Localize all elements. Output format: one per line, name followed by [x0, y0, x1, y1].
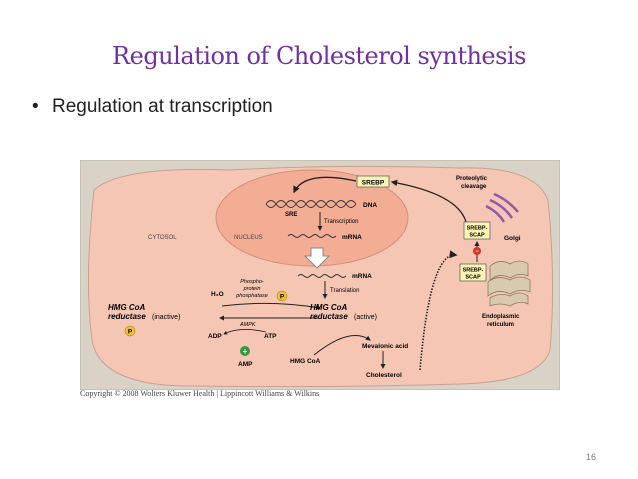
srebp-scap-er-label-2: SCAP [465, 275, 481, 281]
phosphatase-label-2: protein [243, 286, 261, 292]
mrna-nucleus-label: mRNA [342, 234, 362, 241]
active-state-label: (active) [354, 314, 377, 321]
dna-label: DNA [363, 202, 377, 209]
golgi-label: Golgi [504, 235, 521, 242]
amp-activation-badge [240, 346, 250, 356]
amp-activation-sign: + [243, 347, 248, 356]
phosphate-badge-inactive [124, 325, 136, 337]
phosphate-badge-released [276, 290, 288, 302]
hmg-active-label-2: reductase [310, 312, 348, 321]
bullet-icon: • [32, 96, 39, 117]
dephosphorylation-arrow [221, 302, 321, 310]
atp-to-adp-arrow [223, 329, 267, 335]
endoplasmic-reticulum-icon [487, 260, 531, 307]
er-label-2: reticulum [487, 322, 514, 328]
srebp-box [356, 175, 390, 188]
phosphate-badge-inactive-label: P [128, 329, 133, 336]
sre-label: SRE [285, 212, 297, 218]
cytosol-label: CYTOSOL [148, 235, 177, 241]
slide-title: Regulation of Cholesterol synthesis [112, 42, 526, 70]
srebp-scap-golgi-label-1: SREBP- [467, 226, 488, 232]
dna-helix [265, 200, 357, 208]
cholesterol-regulation-figure: CYTOSOL NUCLEUS SREBP DNA SRE Transcript… [80, 160, 560, 390]
atp-label: ATP [264, 333, 277, 340]
cell-cytoplasm [87, 165, 554, 388]
er-label-1: Endoplasmic [482, 314, 520, 320]
phosphate-badge-released-label: P [280, 294, 285, 301]
mevalonic-acid-label: Mevalonic acid [362, 343, 408, 350]
mrna-cytosol-label: mRNA [352, 273, 372, 280]
slide-number: 16 [585, 452, 596, 462]
mrna-nucleus-strand [287, 234, 337, 238]
bullet-item: • Regulation at transcription [32, 96, 273, 118]
hmg-active-label-1: HMG CoA [310, 303, 348, 312]
srebp-scap-golgi-label-2: SCAP [469, 233, 485, 239]
amp-label: AMP [238, 361, 253, 368]
nucleus [215, 169, 409, 267]
srebp-to-dna-arrow [293, 176, 357, 194]
cholesterol-feedback-path [419, 250, 458, 371]
h2o-label: H₂O [211, 291, 224, 298]
phosphatase-label-3: phosphatase [235, 293, 268, 299]
inhibition-badge [473, 247, 481, 255]
srebp-scap-golgi-box [463, 221, 491, 240]
copyright-notice: Copyright © 2008 Wolters Kluwer Health |… [80, 389, 320, 398]
srebp-scap-er-box [459, 263, 487, 282]
hmg-to-mevalonate-arrow [313, 334, 371, 356]
export-arrow [303, 247, 331, 269]
ampk-label: AMPK [239, 322, 256, 328]
cleavage-to-srebp-arrow [390, 179, 467, 223]
golgi-icon [485, 192, 519, 223]
inactive-state-label: (inactive) [152, 314, 180, 321]
srebp-label: SREBP [362, 180, 385, 187]
hmg-inactive-label-2: reductase [108, 312, 146, 321]
cholesterol-label: Cholesterol [366, 372, 402, 379]
mrna-cytosol-strand [297, 274, 347, 278]
adp-label: ADP [208, 333, 222, 340]
phosphatase-label-1: Phospho- [240, 279, 264, 285]
bullet-text: Regulation at transcription [52, 96, 273, 117]
nucleus-label: NUCLEUS [234, 235, 263, 241]
inhibition-sign: − [475, 249, 479, 255]
proteolytic-label-2: cleavage [461, 184, 487, 190]
proteolytic-label-1: Proteolytic [456, 176, 488, 182]
transcription-label: Transcription [324, 219, 358, 225]
srebp-scap-er-label-1: SREBP- [463, 268, 484, 274]
hmg-coa-substrate-label: HMG CoA [290, 358, 321, 365]
translation-label: Translation [330, 288, 359, 294]
hmg-inactive-label-1: HMG CoA [108, 303, 146, 312]
